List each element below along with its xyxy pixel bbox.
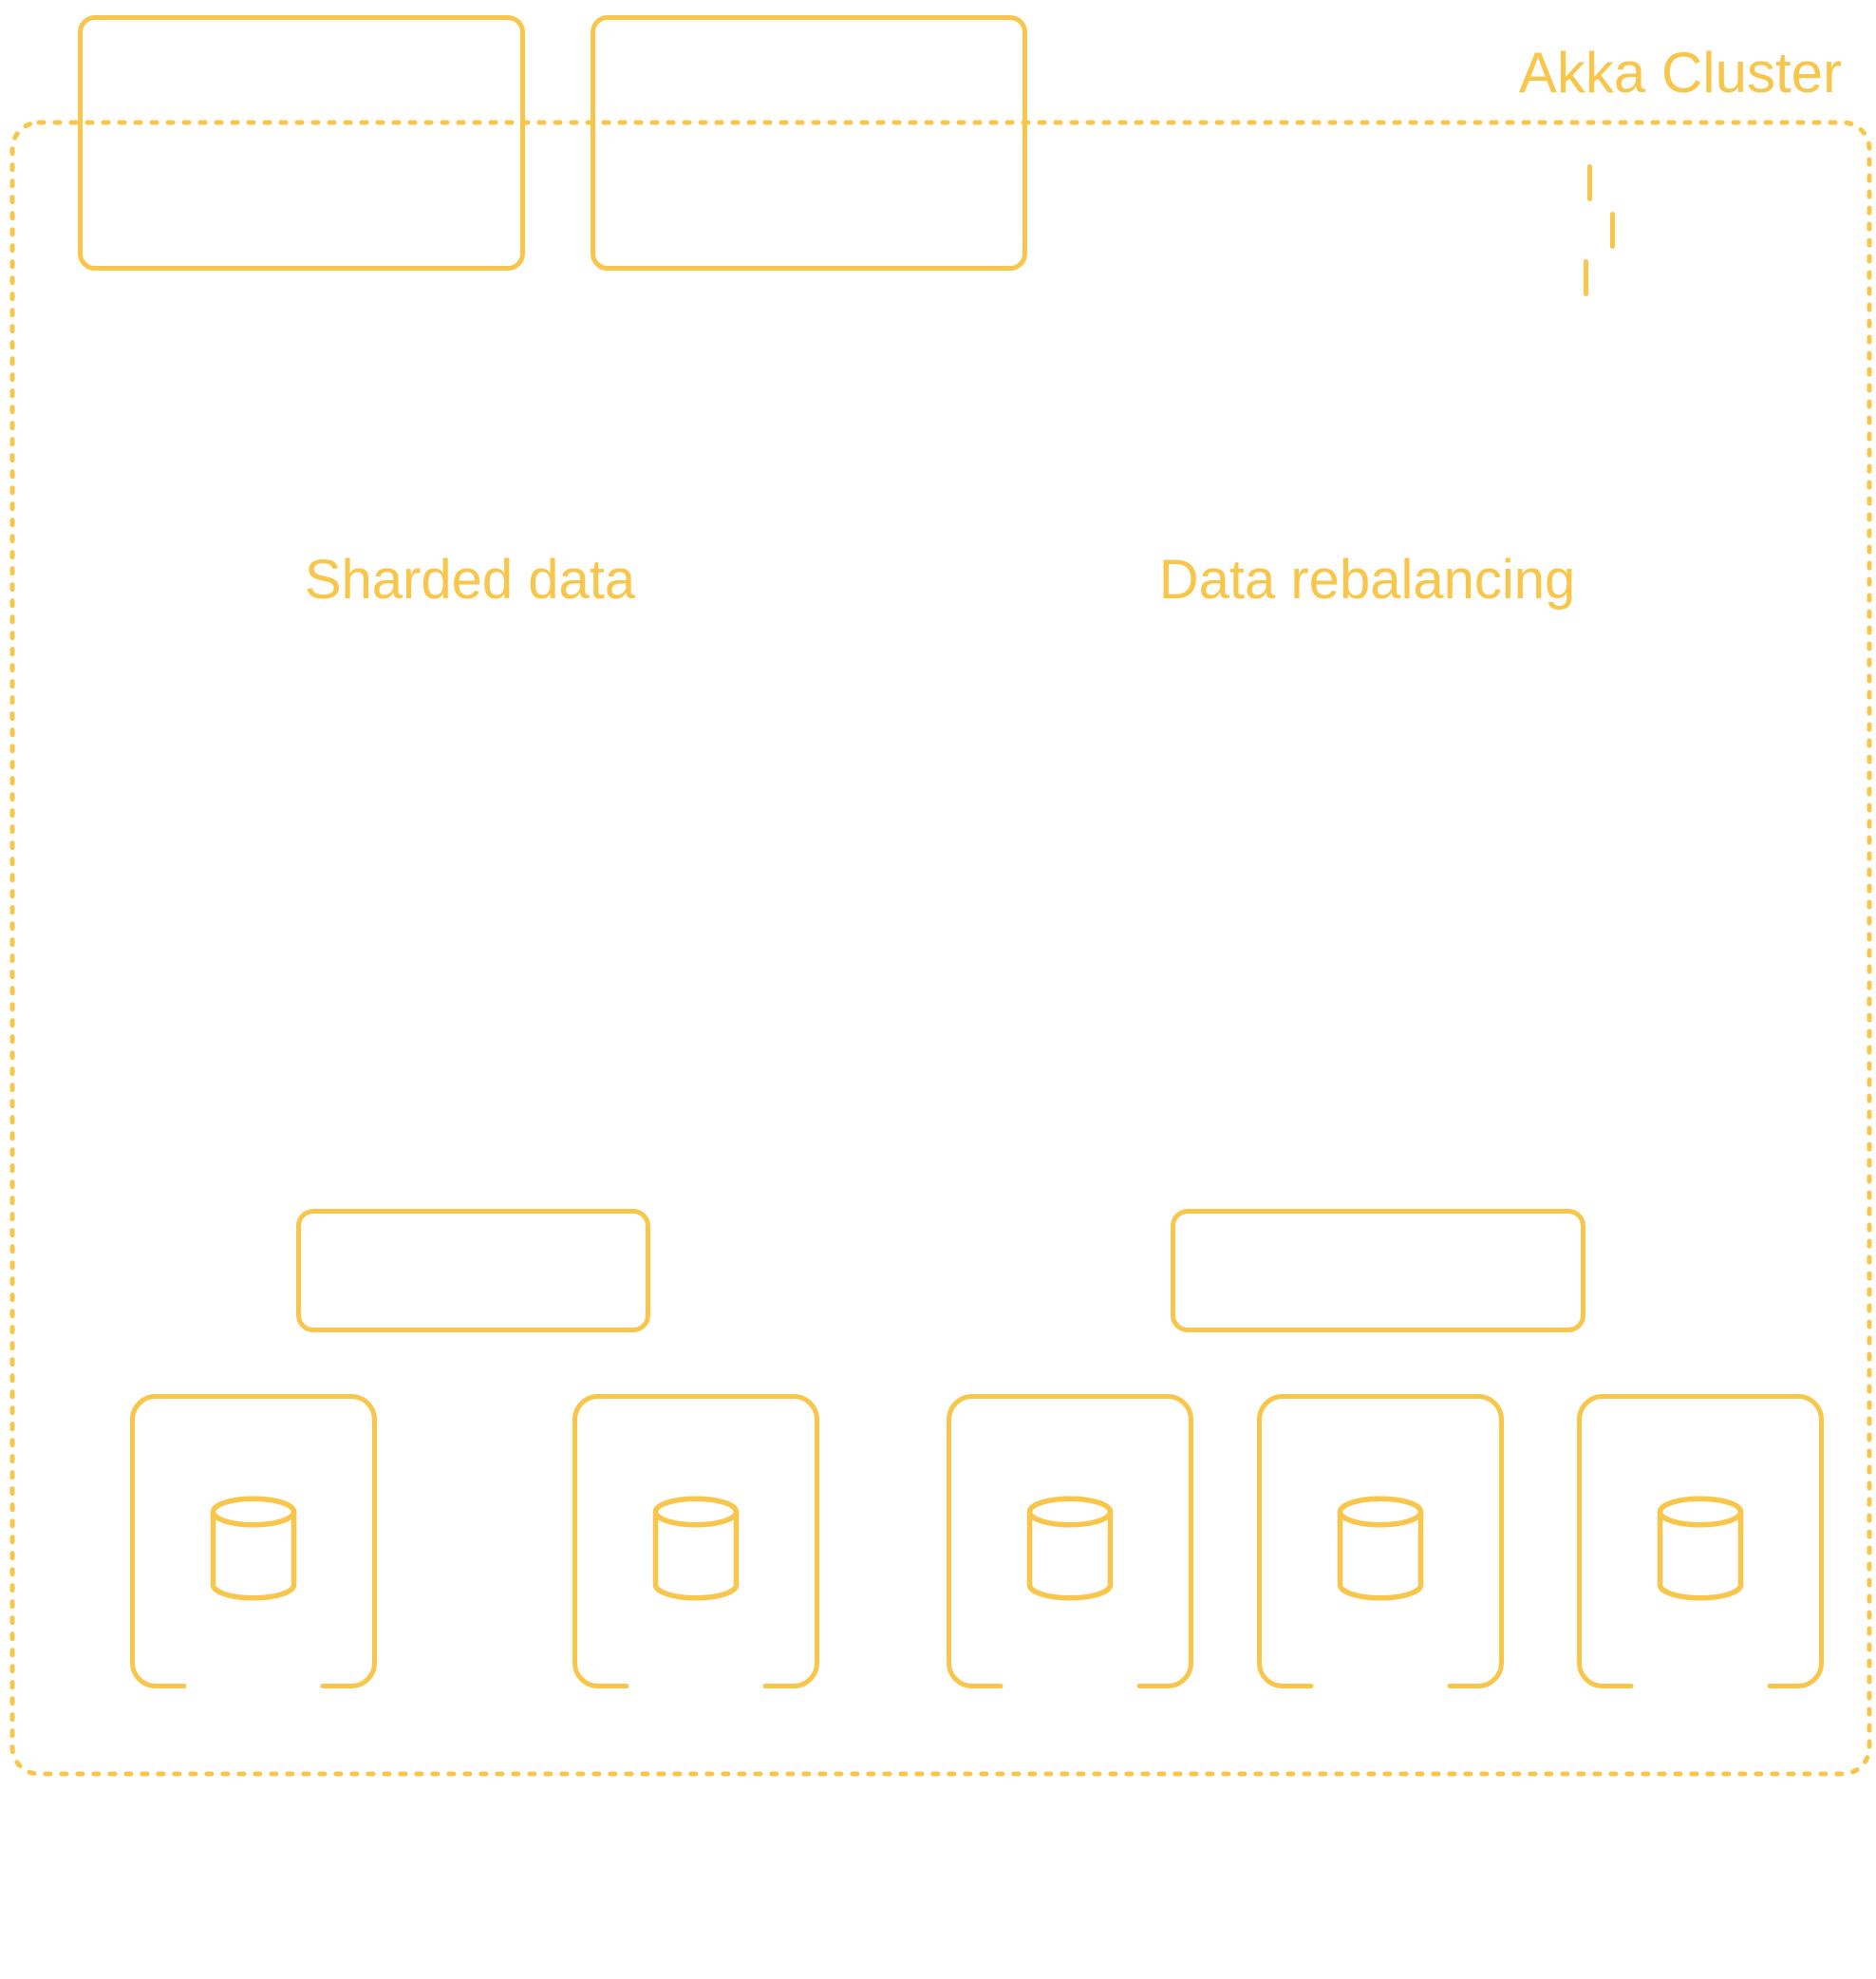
database-node-box — [1257, 1394, 1504, 1688]
database-node-box — [947, 1394, 1193, 1688]
top-node-box-1 — [78, 15, 525, 271]
data-rebalancing-label: Data rebalancing — [1158, 549, 1576, 611]
node-frame — [130, 1394, 377, 1688]
top-node-box-2 — [591, 15, 1027, 271]
database-cylinder-icon — [210, 1496, 297, 1601]
database-cylinder-icon — [1657, 1496, 1744, 1601]
node-frame — [1577, 1394, 1824, 1688]
node-frame — [947, 1394, 1193, 1688]
database-cylinder-icon — [652, 1496, 740, 1601]
shard-group-box-right — [1171, 1209, 1585, 1332]
connector-dash-segment — [1610, 212, 1615, 249]
connector-dash-segment — [1587, 164, 1592, 201]
connector-dash-segment — [1584, 259, 1588, 296]
diagram-title: Akka Cluster — [1518, 41, 1842, 104]
database-node-box — [1577, 1394, 1824, 1688]
database-cylinder-icon — [1337, 1496, 1424, 1601]
node-frame — [572, 1394, 819, 1688]
node-frame — [1257, 1394, 1504, 1688]
sharded-data-label: Sharded data — [304, 549, 636, 611]
database-cylinder-icon — [1026, 1496, 1114, 1601]
shard-group-box-left — [296, 1209, 650, 1332]
database-node-box — [130, 1394, 377, 1688]
database-node-box — [572, 1394, 819, 1688]
